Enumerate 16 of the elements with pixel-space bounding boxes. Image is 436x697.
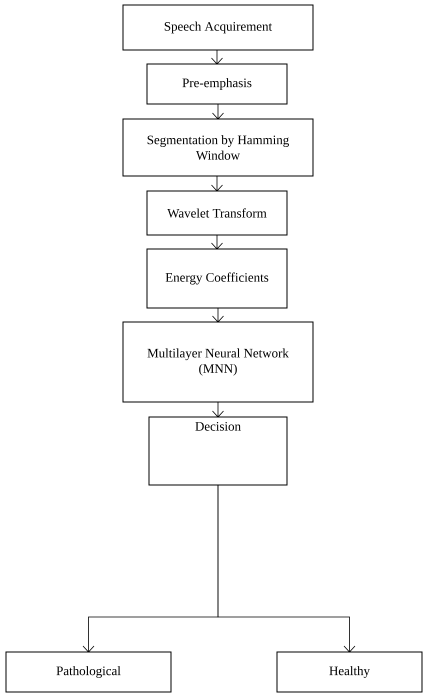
arrow	[212, 308, 224, 323]
process-box: Pre-emphasis	[146, 64, 288, 104]
arrow	[211, 176, 223, 192]
arrow	[211, 235, 223, 250]
process-box: Decision	[148, 416, 288, 486]
process-box: Energy Coefficients	[146, 248, 288, 308]
arrow	[212, 104, 224, 120]
process-box: Wavelet Transform	[146, 190, 288, 236]
process-box: Pathological	[6, 652, 172, 692]
process-box: Segmentation by Hamming Window	[122, 118, 314, 176]
arrow	[211, 50, 223, 65]
arrow	[212, 402, 224, 418]
process-box: Healthy	[276, 652, 422, 692]
process-box: Speech Acquirement	[122, 4, 314, 50]
arrow	[218, 485, 356, 653]
process-box: Multilayer Neural Network (MNN)	[122, 322, 314, 402]
